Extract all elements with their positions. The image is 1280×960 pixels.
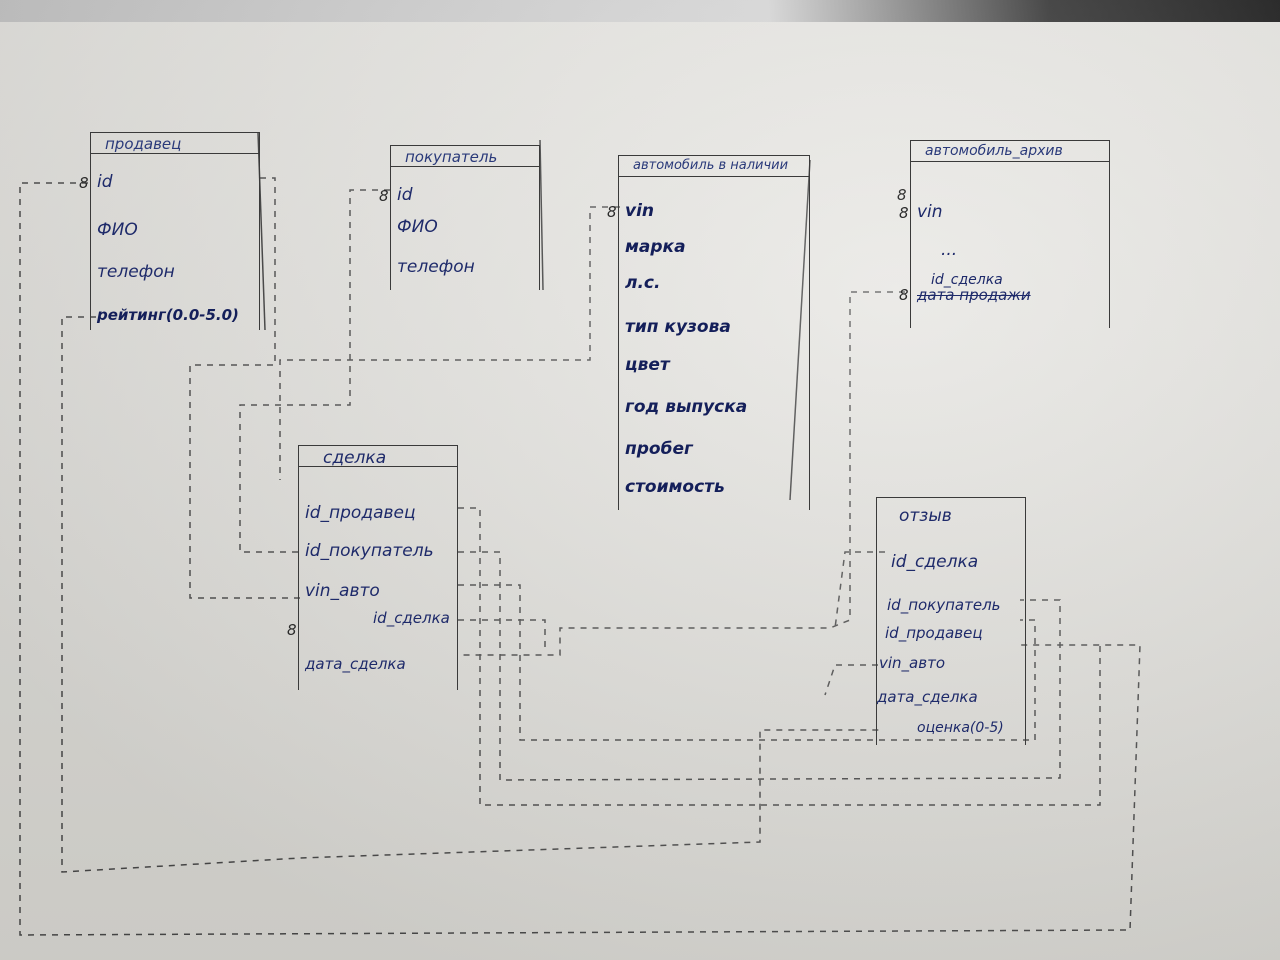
car-stock-field-brand: марка: [625, 237, 686, 257]
archive-key-marker: 8: [899, 204, 909, 222]
relation-buyer-deal: [239, 189, 390, 553]
deal-field-vin: vin_авто: [305, 581, 380, 601]
car-stock-field-hp: л.с.: [625, 273, 661, 293]
entity-seller-title: продавец: [91, 132, 259, 154]
archive-field-vin: vin: [917, 202, 943, 222]
entity-car-archive-title: автомобиль_архив: [911, 140, 1109, 162]
review-field-vin: vin_авто: [879, 654, 945, 672]
deal-key-marker: 8: [287, 621, 297, 639]
buyer-field-id: id: [397, 185, 413, 205]
relation-seller-id-outer: [19, 182, 1141, 936]
car-stock-key-marker: 8: [607, 203, 617, 221]
relation-seller-deal: [189, 177, 300, 599]
archive-field-sale-date: дата продажи: [917, 286, 1031, 304]
entity-seller: продавец 8 id ФИО телефон рейтинг(0.0-5.…: [79, 132, 260, 330]
relation-archive-review: [460, 291, 905, 656]
relation-review-vin: [824, 664, 878, 696]
buyer-field-fio: ФИО: [397, 217, 438, 237]
entity-car-archive: автомобиль_архив 8 8 vin ... id_сделка 8…: [897, 140, 1110, 328]
car-stock-field-price: стоимость: [625, 477, 725, 497]
entity-review: отзыв id_сделка id_покупатель id_продаве…: [876, 497, 1026, 745]
archive-key-marker-2: 8: [899, 286, 909, 304]
seller-field-phone: телефон: [97, 262, 175, 282]
entity-deal: сделка id_продавец id_покупатель vin_авт…: [287, 445, 458, 690]
relation-deal-review-1: [458, 507, 1101, 806]
relation-deal-review-3: [458, 584, 1036, 741]
car-stock-field-color: цвет: [625, 355, 670, 375]
seller-key-marker: 8: [79, 174, 89, 192]
seller-field-rating: рейтинг(0.0-5.0): [97, 306, 239, 324]
relation-deal-review-4: [458, 619, 546, 650]
archive-field-deal-id: id_сделка: [931, 272, 1003, 288]
review-field-rating: оценка(0-5): [917, 720, 1004, 736]
buyer-key-marker: 8: [379, 187, 389, 205]
buyer-field-phone: телефон: [397, 257, 475, 277]
car-stock-field-body: тип кузова: [625, 317, 731, 337]
entity-review-title: отзыв: [899, 506, 952, 526]
entity-car-stock-title: автомобиль в наличии: [619, 155, 809, 177]
relation-car-deal: [279, 206, 620, 480]
archive-field-more: ...: [941, 240, 958, 260]
entity-buyer: покупатель 8 id ФИО телефон: [379, 145, 540, 290]
car-stock-field-year: год выпуска: [625, 397, 748, 417]
deal-field-deal-id: id_сделка: [373, 609, 450, 627]
review-field-buyer-id: id_покупатель: [887, 596, 1001, 614]
deal-field-date: дата_сделка: [305, 655, 406, 673]
deal-field-buyer-id: id_покупатель: [305, 541, 434, 561]
review-field-date: дата_сделка: [877, 688, 978, 706]
review-field-seller-id: id_продавец: [885, 624, 983, 642]
review-field-deal-id: id_сделка: [891, 552, 979, 572]
deal-field-seller-id: id_продавец: [305, 503, 416, 523]
monitor-background: [0, 0, 1280, 22]
seller-field-id: id: [97, 172, 113, 192]
seller-field-fio: ФИО: [97, 220, 138, 240]
relation-review-deal: [834, 551, 885, 629]
entity-deal-title: сделка: [299, 445, 457, 467]
entity-car-stock: автомобиль в наличии 8 vin марка л.с. ти…: [607, 155, 810, 510]
car-stock-field-mileage: пробег: [625, 439, 693, 459]
archive-key-top-marker: 8: [897, 186, 907, 204]
entity-buyer-title: покупатель: [391, 145, 539, 167]
car-stock-field-vin: vin: [625, 201, 655, 221]
